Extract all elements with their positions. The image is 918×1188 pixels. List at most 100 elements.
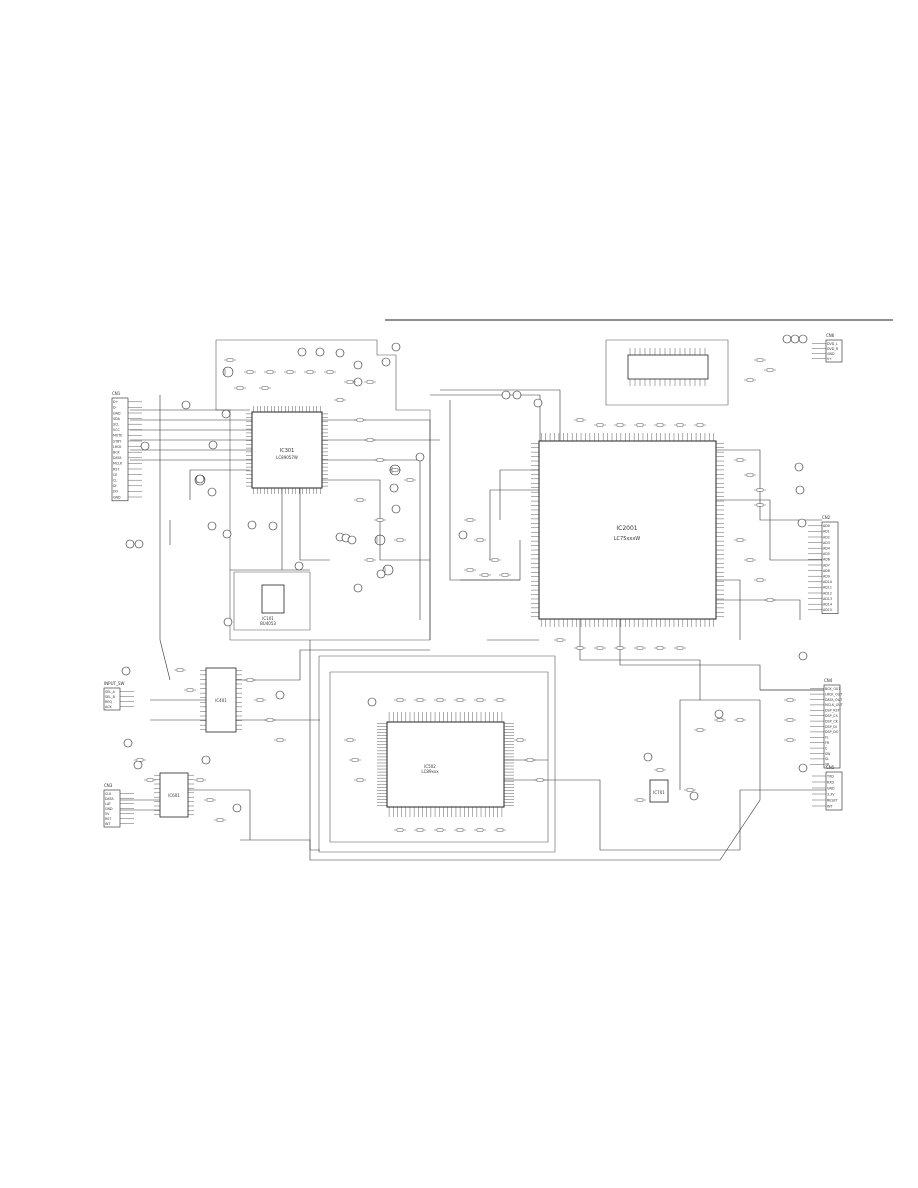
resistor bbox=[746, 473, 754, 477]
resistor bbox=[536, 778, 544, 782]
resistor bbox=[786, 698, 794, 702]
resistor bbox=[396, 698, 404, 702]
connector-pin-label: AD12 bbox=[823, 591, 832, 595]
connector-pin-label: D+ bbox=[113, 400, 119, 404]
test-point bbox=[353, 583, 363, 593]
ic401-pins bbox=[200, 670, 242, 730]
ic2001-part: LC75xxxW bbox=[614, 536, 641, 542]
test-point bbox=[347, 535, 357, 545]
wire-route bbox=[299, 488, 330, 561]
connector-name: CN3 bbox=[104, 783, 113, 788]
ic301-label: IC301 bbox=[280, 448, 295, 454]
resistor bbox=[636, 798, 644, 802]
ic401-label: IC401 bbox=[215, 698, 227, 703]
test-point bbox=[207, 521, 217, 531]
resistor bbox=[246, 678, 254, 682]
test-point bbox=[268, 521, 278, 531]
resistor bbox=[756, 358, 764, 362]
test-point bbox=[195, 474, 205, 484]
test-point bbox=[133, 760, 143, 770]
connector-pin-label: AD9 bbox=[823, 575, 830, 579]
connector-right-a: CN2AD0AD1AD2AD3AD4AD5AD6AD7AD8AD9AD10AD1… bbox=[808, 515, 839, 614]
connector-pin-label: VCC bbox=[113, 428, 121, 432]
test-point bbox=[533, 398, 543, 408]
memory-chip bbox=[627, 354, 709, 380]
test-point bbox=[794, 462, 804, 472]
connector-pin-label: AD3 bbox=[823, 541, 830, 545]
ic502-label: IC502 bbox=[424, 764, 436, 769]
test-point bbox=[643, 752, 653, 762]
wire-route bbox=[189, 469, 250, 500]
connector-body bbox=[103, 687, 121, 711]
connector-pin-label: CE bbox=[113, 473, 117, 477]
wire-route bbox=[440, 389, 561, 441]
resistor bbox=[256, 698, 264, 702]
ic502-chip bbox=[386, 721, 505, 808]
ic301-pins bbox=[246, 406, 328, 494]
resistor bbox=[176, 668, 184, 672]
test-point bbox=[782, 334, 792, 344]
resistor bbox=[696, 728, 704, 732]
connector-pin-label: DSP_DO bbox=[825, 730, 839, 734]
decoder-inner-boundary bbox=[329, 671, 549, 843]
connector-pin-label: RESET bbox=[827, 798, 839, 802]
wire-route bbox=[619, 619, 824, 691]
test-point bbox=[223, 617, 233, 627]
connector-pin-label: DVD_L bbox=[827, 342, 838, 346]
connector-name: CN2 bbox=[822, 515, 831, 520]
connector-pin-label: MCLK bbox=[113, 462, 123, 466]
resistor bbox=[786, 718, 794, 722]
wire-route bbox=[489, 489, 539, 560]
connector-pin-label: BCK bbox=[113, 451, 121, 455]
test-point bbox=[208, 440, 218, 450]
test-point bbox=[391, 504, 401, 514]
wire-route bbox=[504, 779, 826, 851]
test-point bbox=[798, 651, 808, 661]
wire-route bbox=[716, 449, 822, 521]
resistor bbox=[346, 380, 354, 384]
connector-pin-label: DATA_OUT bbox=[825, 698, 843, 702]
resistor bbox=[736, 458, 744, 462]
resistor bbox=[516, 738, 524, 742]
resistor bbox=[656, 423, 664, 427]
test-point bbox=[689, 791, 699, 801]
resistor bbox=[306, 370, 314, 374]
connector-pin-label: GND bbox=[105, 807, 113, 811]
resistor bbox=[756, 578, 764, 582]
connector-pin-label: AD7 bbox=[823, 563, 830, 567]
test-point bbox=[134, 539, 144, 549]
test-point bbox=[501, 390, 511, 400]
resistor bbox=[456, 698, 464, 702]
resistor bbox=[576, 646, 584, 650]
connector-pin-label: D- bbox=[113, 406, 118, 410]
resistor bbox=[736, 538, 744, 542]
wire-route bbox=[716, 579, 741, 640]
resistor bbox=[756, 488, 764, 492]
resistor bbox=[376, 518, 384, 522]
resistor bbox=[556, 638, 564, 642]
connector-pin-label: AD4 bbox=[823, 547, 830, 551]
resistor bbox=[436, 698, 444, 702]
resistor bbox=[376, 458, 384, 462]
ic601-chip bbox=[159, 772, 189, 818]
test-point bbox=[335, 348, 345, 358]
connector-pin-label: C bbox=[825, 746, 828, 750]
resistor bbox=[466, 518, 474, 522]
connector-pin-label: REQ bbox=[105, 700, 112, 704]
resistor bbox=[326, 370, 334, 374]
resistor bbox=[476, 538, 484, 542]
ic701-block: IC701 bbox=[649, 779, 669, 803]
resistor bbox=[436, 828, 444, 832]
resistor bbox=[336, 398, 344, 402]
resistor bbox=[496, 828, 504, 832]
resistor bbox=[656, 768, 664, 772]
resistor bbox=[736, 718, 744, 722]
connector-pin-label: GND bbox=[113, 411, 121, 415]
resistor bbox=[491, 558, 499, 562]
resistor bbox=[766, 598, 774, 602]
connector-pin-label: DO bbox=[113, 490, 119, 494]
resistor bbox=[466, 568, 474, 572]
